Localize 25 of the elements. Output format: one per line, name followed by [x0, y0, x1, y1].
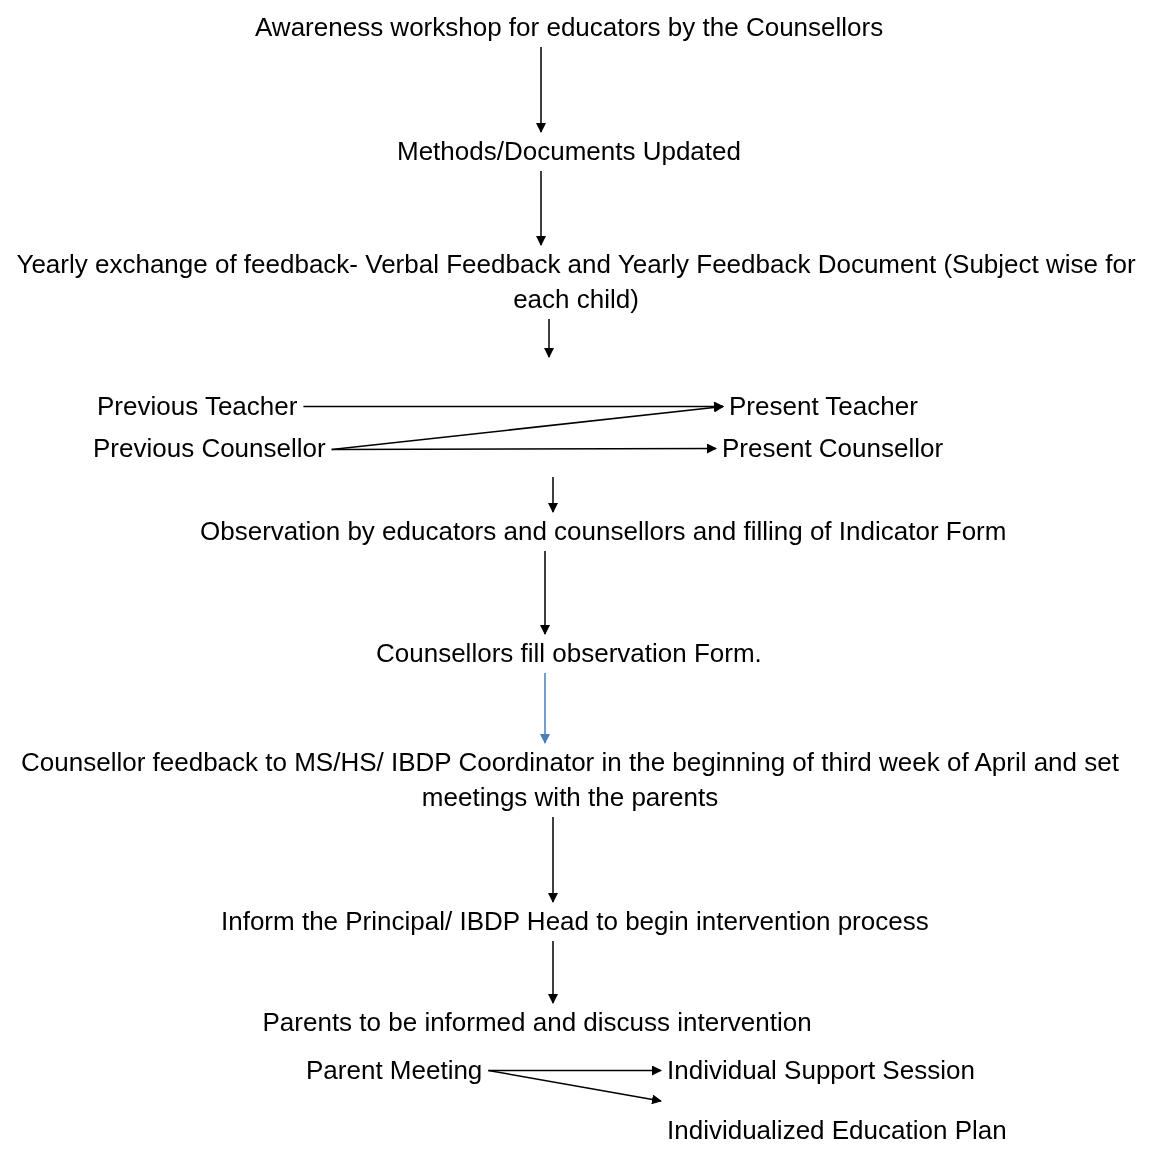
arrow [548, 476, 558, 513]
step-text: Parents to be informed and discuss intervention [262, 1005, 812, 1040]
step-text: Counsellors fill observation Form. [376, 636, 762, 671]
step-text: Parent Meeting [306, 1053, 483, 1088]
step-text: Inform the Principal/ IBDP Head to begin intervention process [221, 904, 929, 939]
arrow [540, 672, 550, 744]
arrow [330, 443, 717, 454]
step-text: Previous Teacher [97, 389, 298, 424]
step-text: Individual Support Session [667, 1053, 975, 1088]
arrow [544, 318, 554, 358]
step-text: Present Teacher [729, 389, 918, 424]
arrow [536, 46, 546, 133]
step-text: Individualized Education Plan [667, 1113, 1007, 1148]
arrow [536, 170, 546, 246]
arrow [548, 940, 558, 1004]
step-text: Yearly exchange of feedback- Verbal Feedback and Yearly Feedback Document (Subject wise for each child) [8, 247, 1144, 317]
arrow [487, 1069, 662, 1105]
step-text: Awareness workshop for educators by the Counsellors [255, 10, 884, 45]
step-text: Observation by educators and counsellors and filling of Indicator Form [200, 514, 1007, 549]
step-text: Present Counsellor [722, 431, 944, 466]
arrow [540, 550, 550, 635]
step-text: Previous Counsellor [93, 431, 326, 466]
step-text: Methods/Documents Updated [397, 134, 741, 169]
arrow [548, 816, 558, 903]
step-text: Counsellor feedback to MS/HS/ IBDP Coordinator in the beginning of third week of April and set meetings with the parents [20, 745, 1120, 815]
